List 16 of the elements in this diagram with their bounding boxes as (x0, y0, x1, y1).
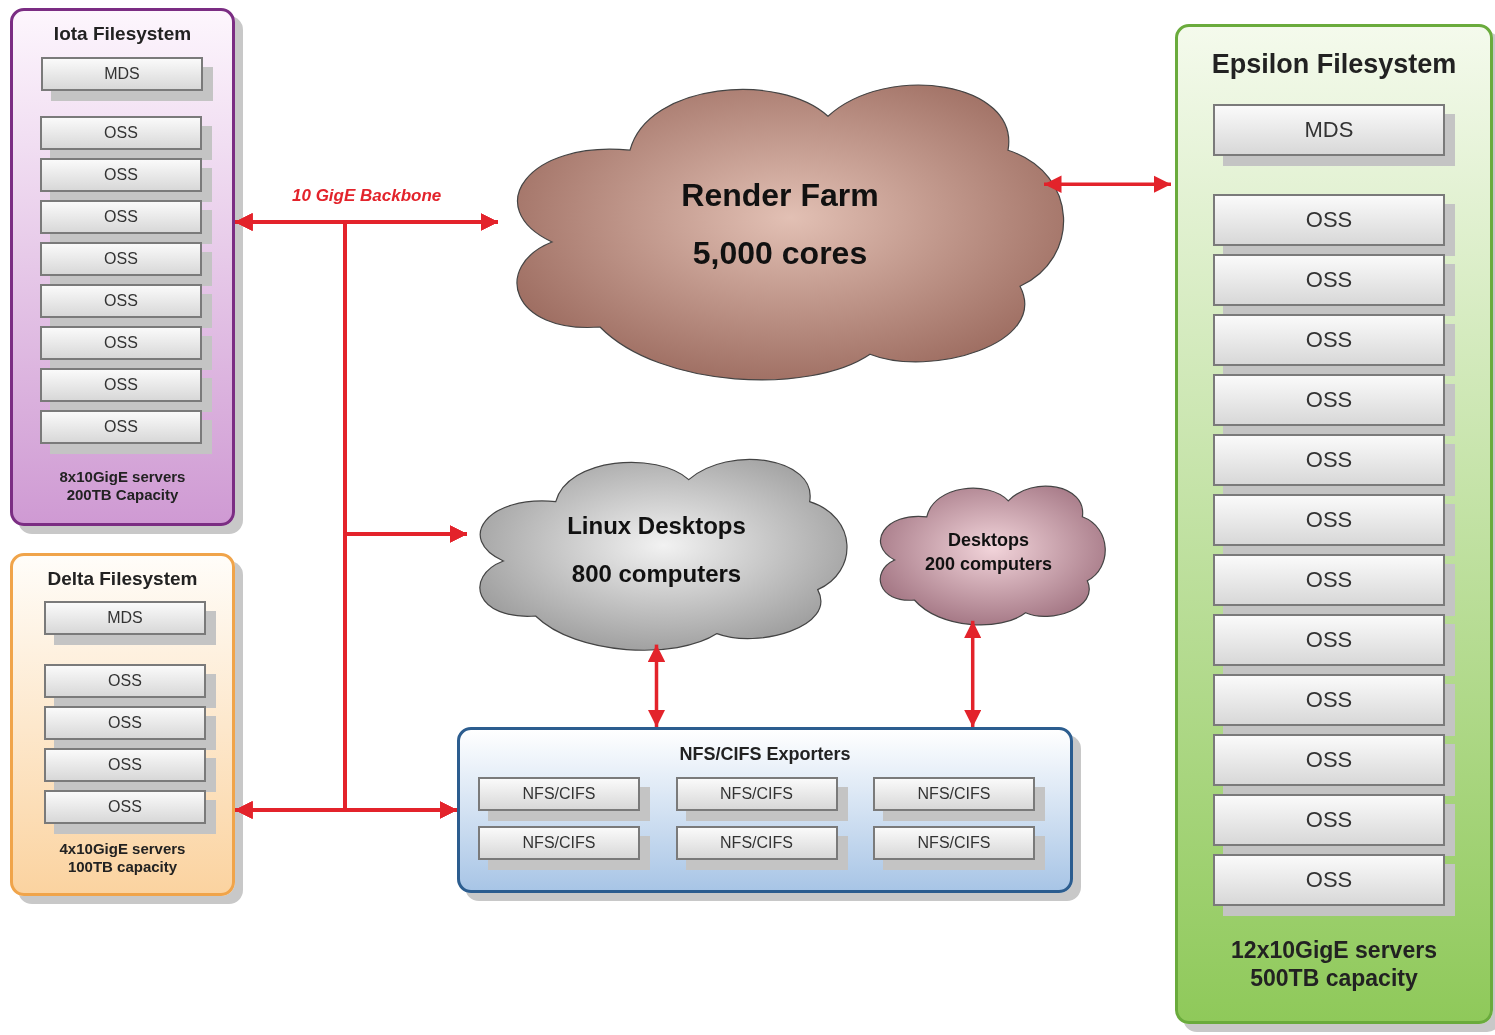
cloud-label: 5,000 cores (692, 234, 868, 273)
arrow (963, 620, 982, 727)
group-title: Delta Filesystem (47, 568, 198, 590)
arrow (1044, 175, 1171, 193)
cloud-label: Desktops (948, 528, 1029, 552)
arrow (647, 644, 666, 727)
cloud-label: Render Farm (681, 176, 879, 216)
cloud-label: Linux Desktops (567, 511, 746, 541)
cloud-label: 800 computers (571, 559, 742, 589)
group-title: Iota Filesystem (53, 23, 192, 45)
capacity-note: 8x10GigE servers 200TB Capacity (58, 467, 187, 505)
cloud-label: 200 computers (924, 553, 1053, 576)
group-title: NFS/CIFS Exporters (679, 744, 851, 765)
capacity-note: 12x10GigE servers 500TB capacity (1230, 935, 1438, 993)
capacity-note: 4x10GigE servers 100TB capacity (58, 839, 187, 877)
group-title: Epsilon Filesystem (1211, 49, 1457, 80)
